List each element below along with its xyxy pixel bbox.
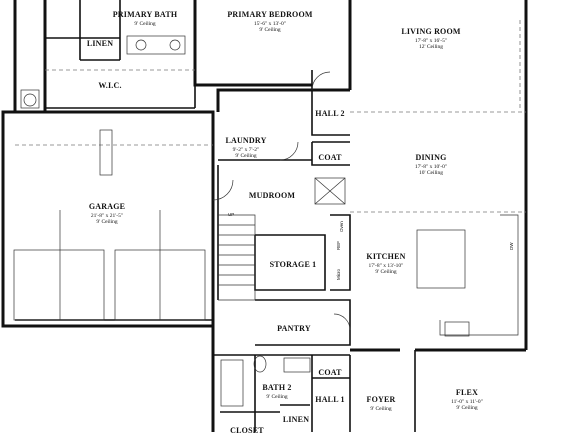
room-linen-top: LINEN: [87, 34, 113, 51]
room-name: BATH 2: [262, 383, 292, 392]
room-ceiling: 9' Ceiling: [370, 405, 392, 412]
room-kitchen: KITCHEN 17'-8" x 13'-10" 9' Ceiling: [366, 247, 405, 275]
room-name: STORAGE 1: [269, 260, 317, 269]
dashed-lines: [15, 20, 526, 213]
room-living-room: LIVING ROOM 17'-8" x 16'-5" 12' Ceiling: [401, 22, 460, 50]
room-ceiling: 9' Ceiling: [456, 404, 478, 411]
room-dims: 17'-8" x 16'-5": [414, 37, 448, 44]
room-name: PRIMARY BEDROOM: [227, 10, 313, 19]
room-garage: GARAGE 21'-8" x 21'-5" 9' Ceiling: [89, 197, 125, 225]
room-name: PRIMARY BATH: [112, 10, 178, 19]
room-ceiling: 9' Ceiling: [266, 393, 288, 400]
room-foyer: FOYER 9' Ceiling: [367, 390, 396, 413]
room-ceiling: 12' Ceiling: [418, 43, 444, 50]
room-ceiling: 9' Ceiling: [134, 20, 156, 27]
room-wic: W.I.C.: [98, 76, 121, 93]
room-pantry: PANTRY: [277, 319, 311, 336]
room-dims: 11'-0" x 11'-0": [451, 398, 483, 405]
room-coat-bottom: COAT: [318, 363, 341, 380]
room-ceiling: 9' Ceiling: [259, 26, 281, 33]
room-name: COAT: [318, 153, 342, 162]
room-name: GARAGE: [88, 202, 126, 211]
oven-label: Oven: [339, 221, 344, 232]
room-name: LIVING ROOM: [401, 27, 461, 36]
room-name: LINEN: [282, 415, 310, 424]
room-name: W.I.C.: [98, 81, 122, 90]
room-primary-bath: PRIMARY BATH 9' Ceiling: [113, 5, 178, 28]
room-name: COAT: [318, 368, 342, 377]
room-dining: DINING 17'-8" x 10'-0" 10' Ceiling: [415, 148, 447, 176]
room-linen-bottom: LINEN: [283, 410, 309, 427]
room-dims: 21'-8" x 21'-5": [90, 212, 124, 219]
room-laundry: LAUNDRY 9'-2" x 7'-2" 9' Ceiling: [225, 131, 266, 159]
room-name: MUDROOM: [248, 191, 296, 200]
room-name: FOYER: [366, 395, 396, 404]
room-closet: CLOSET: [230, 421, 264, 438]
room-dims: 17'-8" x 10'-0": [414, 163, 448, 170]
room-hall-2: HALL 2: [315, 104, 344, 121]
ref-label: REF: [336, 241, 341, 250]
room-ceiling: 9' Ceiling: [375, 268, 397, 275]
room-name: HALL 1: [315, 395, 345, 404]
room-hall-1: HALL 1: [315, 390, 344, 407]
room-storage-1: STORAGE 1: [270, 255, 317, 272]
room-name: PANTRY: [277, 324, 311, 333]
room-flex: FLEX 11'-0" x 11'-0" 9' Ceiling: [451, 383, 483, 411]
room-coat-top: COAT: [318, 148, 341, 165]
room-name: CLOSET: [230, 426, 264, 435]
micro-label: Micro: [336, 269, 341, 280]
room-name: HALL 2: [315, 109, 345, 118]
room-primary-bedroom: PRIMARY BEDROOM 15'-6" x 13'-0" 9' Ceili…: [227, 5, 312, 33]
room-ceiling: 9' Ceiling: [235, 152, 257, 159]
room-name: KITCHEN: [366, 252, 406, 261]
fixtures: [13, 35, 519, 407]
room-dims: 15'-6" x 13'-0": [253, 20, 287, 27]
room-dims: 9'-2" x 7'-2": [232, 146, 260, 153]
interior-walls: [15, 0, 416, 432]
room-name: DINING: [415, 153, 447, 162]
room-dims: 17'-8" x 13'-10": [368, 262, 404, 269]
dishwasher-label: DW: [509, 242, 514, 251]
stair-up-label: UP: [228, 212, 235, 217]
room-mudroom: MUDROOM: [249, 186, 295, 203]
room-name: FLEX: [455, 388, 479, 397]
room-name: LINEN: [86, 39, 114, 48]
room-ceiling: 9' Ceiling: [96, 218, 118, 225]
room-ceiling: 10' Ceiling: [418, 169, 444, 176]
room-name: LAUNDRY: [225, 136, 267, 145]
room-bath-2: BATH 2 9' Ceiling: [262, 378, 291, 401]
exterior-walls: [1, 0, 528, 432]
